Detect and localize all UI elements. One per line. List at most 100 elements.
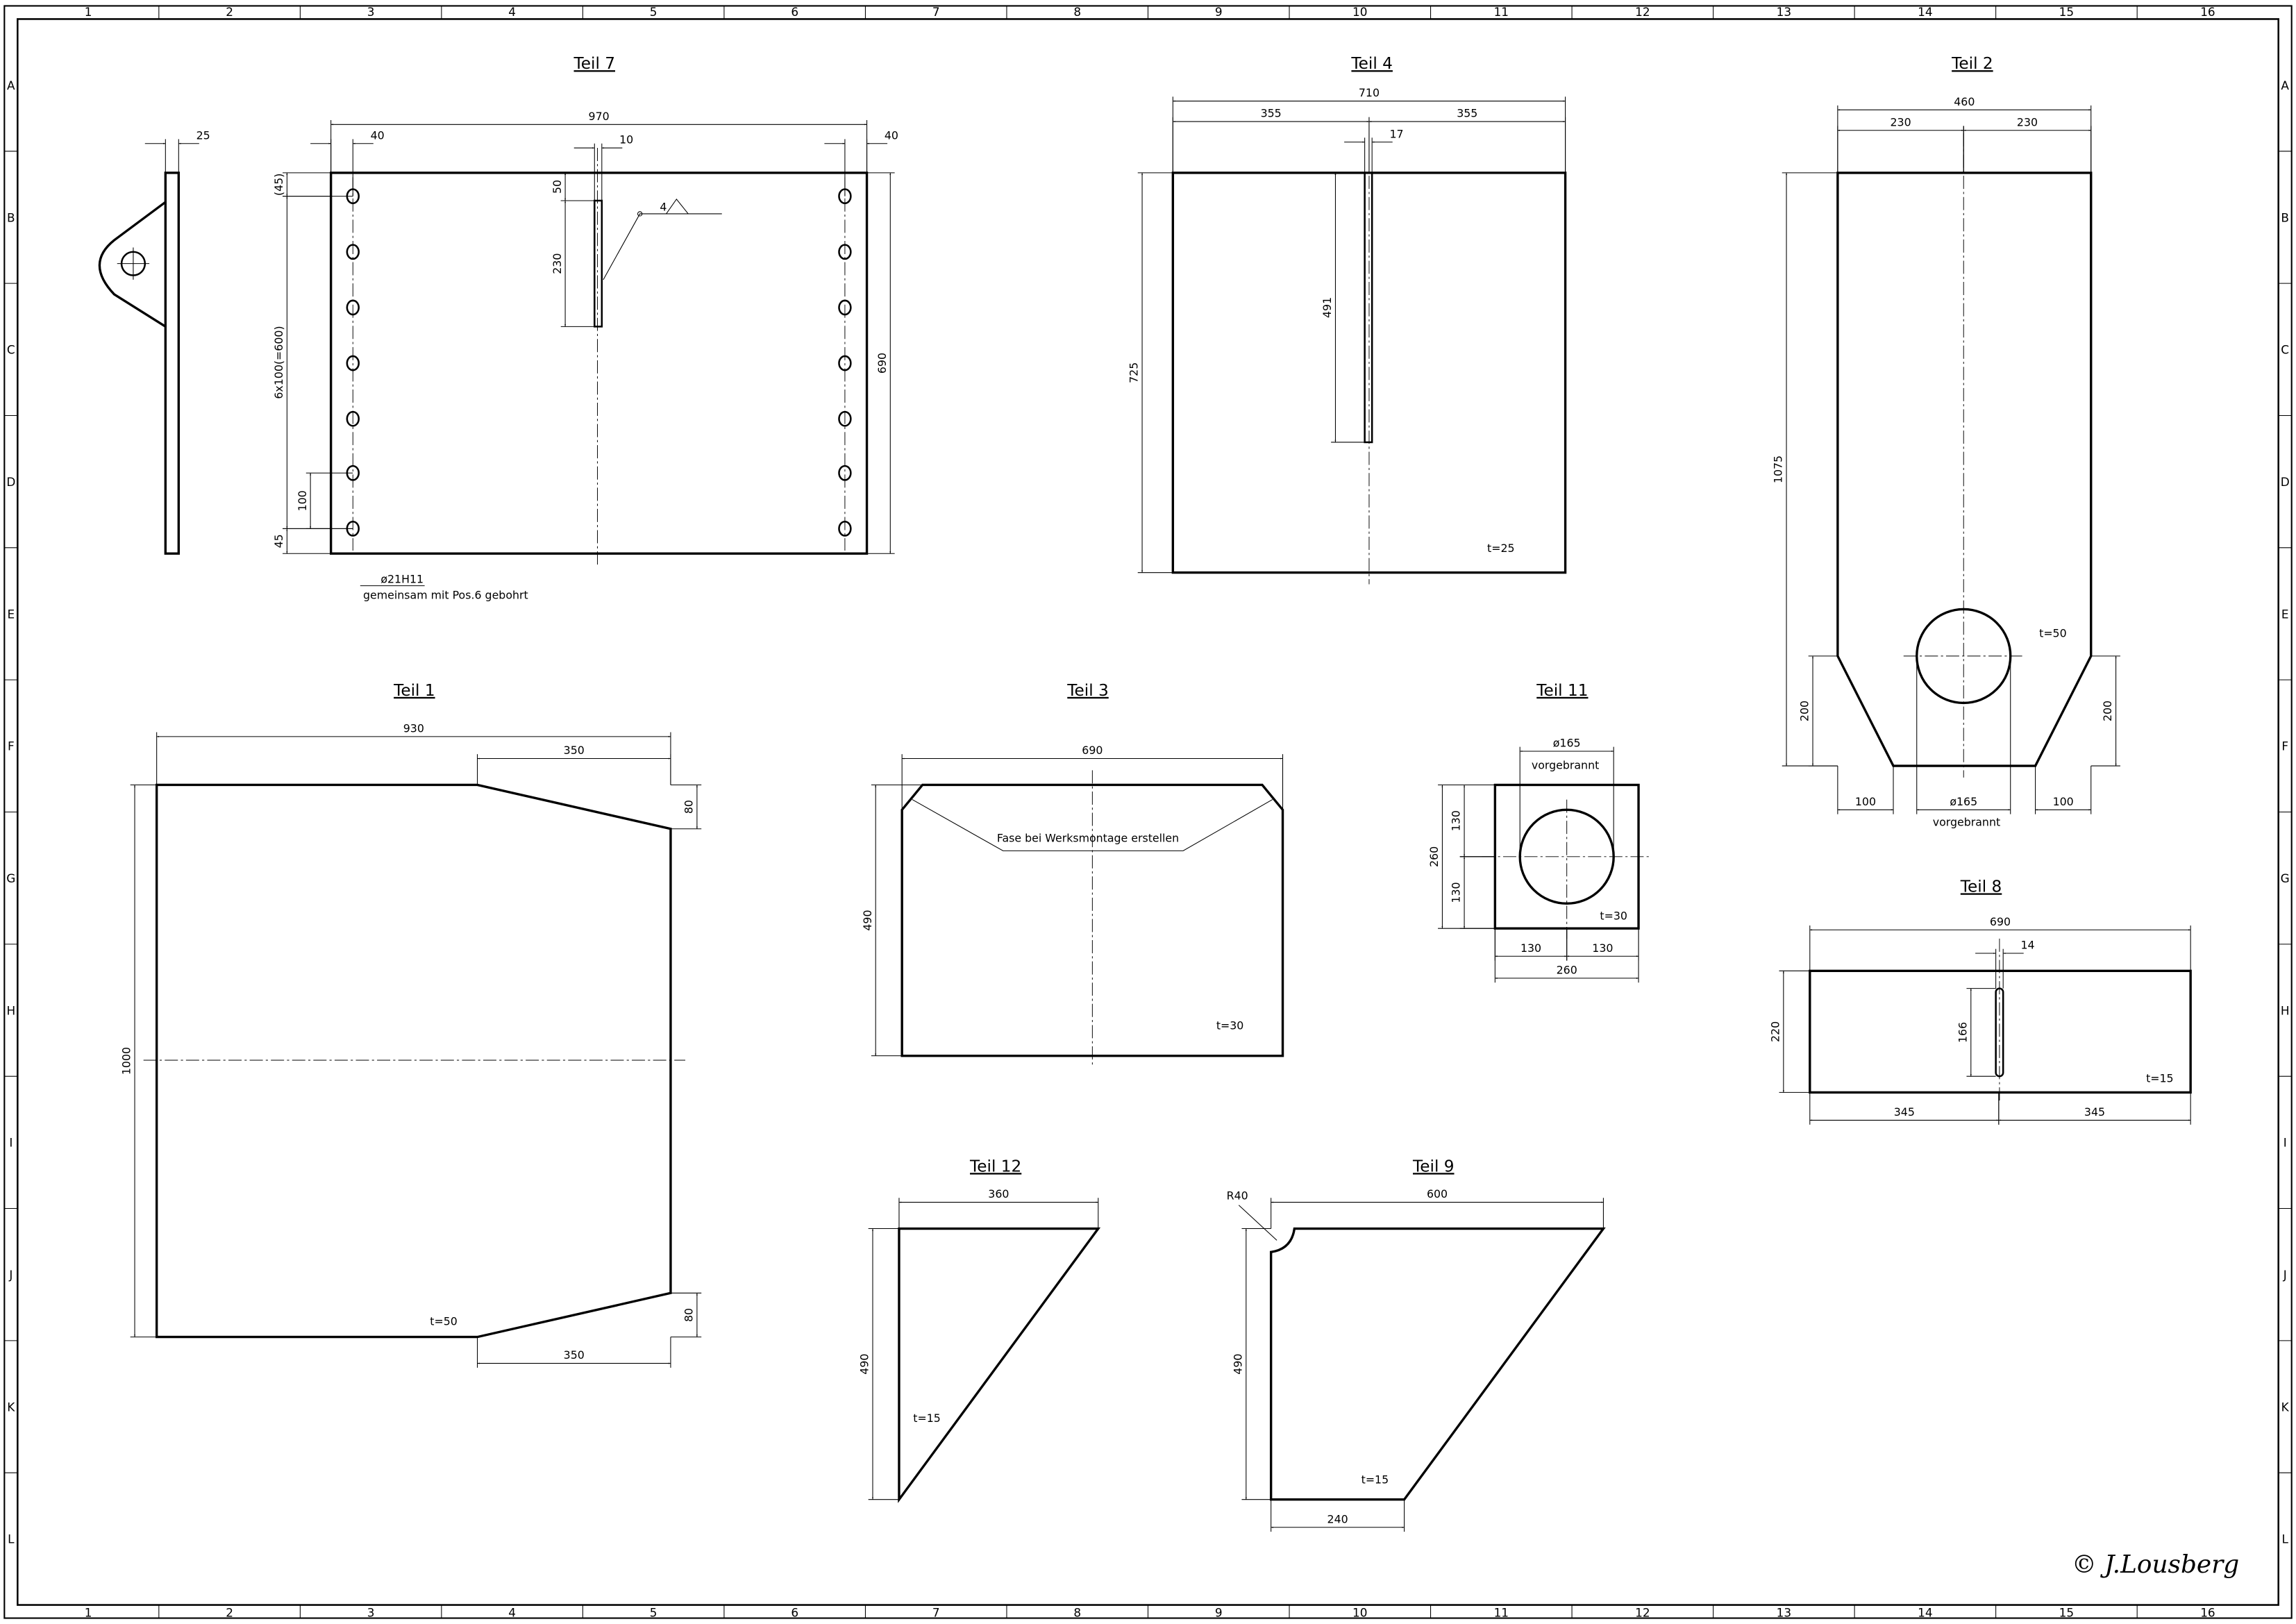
dimension-label: 50 [551, 180, 564, 194]
dimension-label: 460 [1954, 95, 1975, 108]
dimension-label: 45 [272, 534, 285, 548]
grid-row-label: K [7, 1400, 15, 1414]
grid-row-label: J [8, 1268, 12, 1282]
grid-row-label: J [2283, 1268, 2287, 1282]
grid-row-label: C [2281, 343, 2289, 357]
dimension-label: 17 [1389, 127, 1403, 140]
dimension-label: 710 [1359, 86, 1380, 99]
teil3-title: Teil 3 [1066, 681, 1108, 700]
teil12-drawing: Teil 12 t=15 [898, 1157, 1101, 1503]
grid-column-label: 16 [2200, 5, 2215, 19]
grid-row-label: F [8, 739, 15, 753]
dimension-label: 491 [1321, 297, 1334, 318]
grid-column-label: 1 [85, 5, 92, 19]
grid-column-label: 7 [932, 1605, 940, 1619]
grid-column-label: 9 [1215, 5, 1223, 19]
grid-column-label: 7 [932, 5, 940, 19]
dimension-label: 690 [1082, 744, 1103, 757]
dimension-label: 220 [1769, 1021, 1782, 1042]
teil2-title: Teil 2 [1951, 54, 1993, 73]
grid-row-label: A [2281, 78, 2289, 92]
dimension-label: 166 [1956, 1022, 1969, 1043]
teil2-thickness: t=50 [2039, 626, 2067, 639]
dimension-label: 690 [875, 353, 889, 374]
dimension-label: 490 [861, 910, 874, 930]
grid-row-label: G [2281, 871, 2290, 885]
teil7-title: Teil 7 [573, 54, 616, 73]
grid-row-label: E [7, 607, 15, 621]
dimension-label: 345 [2084, 1105, 2105, 1119]
grid-column-label: 8 [1073, 1605, 1081, 1619]
teil11-thickness: t=30 [1600, 910, 1627, 923]
grid-column-label: 15 [2059, 5, 2074, 19]
grid-row-label: L [2281, 1532, 2288, 1546]
grid-column-label: 4 [508, 1605, 516, 1619]
teil3-note: Fase bei Werksmontage erstellen [997, 832, 1179, 845]
dimension-label: 1000 [120, 1047, 133, 1075]
dimension-label: 14 [2020, 939, 2034, 952]
dimension-label: 130 [1450, 810, 1463, 831]
dimension-label: 25 [196, 128, 210, 142]
dimension-label: 230 [1890, 115, 1911, 128]
grid-column-label: 10 [1352, 1605, 1367, 1619]
grid-row-label: B [2281, 210, 2289, 224]
grid-column-label: 14 [1918, 5, 1932, 19]
grid-column-label: 6 [791, 1605, 798, 1619]
grid-row-label: D [2281, 475, 2290, 489]
grid-column-label: 1 [85, 1605, 92, 1619]
grid-column-label: 13 [1777, 5, 1791, 19]
grid-column-label: 12 [1635, 1605, 1650, 1619]
dimension-label: 490 [858, 1354, 871, 1375]
dimension-label: 100 [2053, 795, 2074, 808]
dimension-label: 10 [619, 133, 633, 147]
dimension-label: 690 [1990, 915, 2011, 928]
grid-row-label: K [2281, 1400, 2290, 1414]
grid-column-label: 11 [1494, 1605, 1509, 1619]
dimension-label: 260 [1557, 964, 1577, 977]
dimension-label: 80 [682, 800, 696, 814]
dimension-label: 230 [2017, 115, 2038, 128]
grid-row-label: A [7, 78, 15, 92]
teil8-thickness: t=15 [2146, 1072, 2174, 1085]
grid-column-label: 15 [2059, 1605, 2074, 1619]
teil9-drawing: Teil 9 t=15 [1238, 1157, 1606, 1501]
grid-row-label: H [2281, 1003, 2290, 1017]
grid-column-label: 9 [1215, 1605, 1223, 1619]
grid-row-label: I [2284, 1136, 2287, 1150]
dimension-label: 200 [2101, 701, 2114, 721]
grid-row-label: H [6, 1003, 15, 1017]
grid-row-label: C [7, 343, 15, 357]
teil1-thickness: t=50 [430, 1315, 458, 1328]
dimension-label: 345 [1894, 1105, 1915, 1119]
dimension-label: ø165 [1553, 737, 1581, 750]
dimension-label: 930 [403, 722, 424, 735]
dimension-label: 490 [1231, 1354, 1244, 1375]
dimension-label: 260 [1427, 846, 1441, 867]
dimension-label: 350 [564, 1348, 585, 1362]
grid-column-label: 14 [1918, 1605, 1932, 1619]
teil4-thickness: t=25 [1487, 542, 1515, 555]
dimension-label: 100 [1855, 795, 1876, 808]
grid-column-label: 2 [226, 5, 233, 19]
dimension-label: 350 [564, 744, 585, 757]
teil11-note: vorgebrannt [1532, 758, 1599, 771]
grid-column-label: 3 [367, 1605, 375, 1619]
teil11-title: Teil 11 [1536, 681, 1588, 700]
hole-spec: ø21H11 [380, 572, 424, 585]
grid-column-label: 4 [508, 5, 516, 19]
grid-column-label: 5 [650, 1605, 657, 1619]
grid-row-label: I [9, 1136, 12, 1150]
teil9-thickness: t=15 [1361, 1473, 1389, 1487]
dimension-label: (45) [272, 174, 285, 196]
grid-column-label: 13 [1777, 1605, 1791, 1619]
dimension-label: 100 [296, 490, 309, 511]
author-signature: © J.Lousberg [2072, 1550, 2239, 1579]
teil9-title: Teil 9 [1412, 1157, 1455, 1175]
grid-column-label: 2 [226, 1605, 233, 1619]
weld-size: 4 [660, 201, 667, 214]
grid-row-label: G [6, 871, 15, 885]
dimension-label: 80 [682, 1308, 696, 1322]
grid-column-label: 6 [791, 5, 798, 19]
